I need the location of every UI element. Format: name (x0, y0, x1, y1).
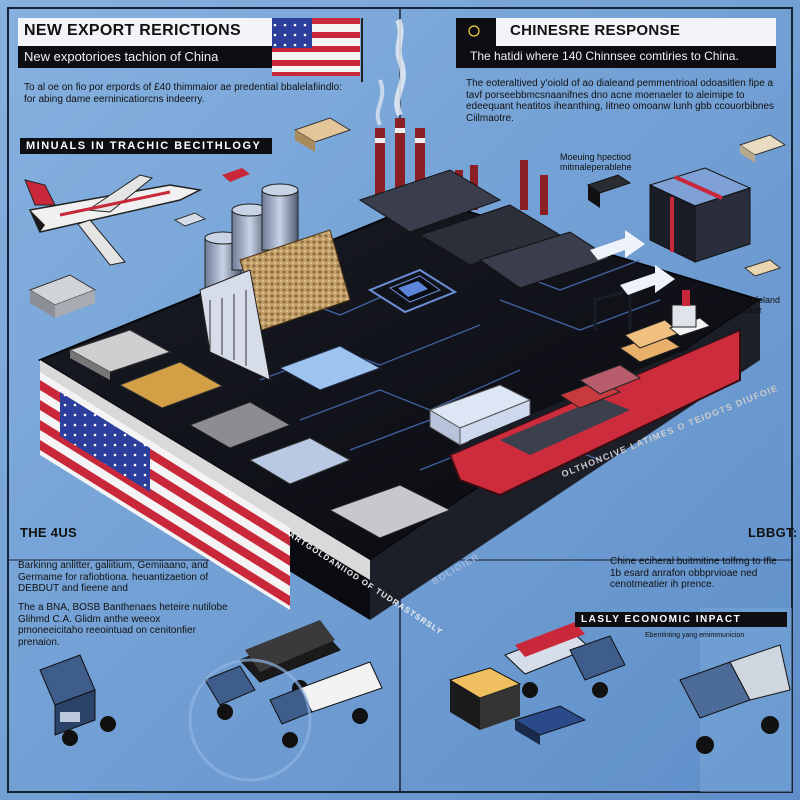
header-band-right (456, 18, 776, 46)
header-left-subtitle: New expotorioes tachion of China (24, 49, 219, 64)
factory-icon (199, 18, 612, 381)
mineral-tiles (68, 329, 452, 539)
circuit-chip-icon (367, 268, 458, 314)
lower-left-body-1: Barkinng anlitter, galiitium, Gemiiaano,… (18, 560, 209, 594)
lower-right-body: Chine eciheral buitmitine tolfmg to Ifle… (610, 556, 777, 590)
mineral-block-icon (28, 117, 787, 318)
minerals-band: MINUALS IN TRACHIC BECITHLOGY (20, 138, 272, 154)
moeuing-label: Moeuing hpectiod mitmaleperablehe (560, 152, 632, 173)
header-right-subtitle: The hatidi where 140 Chinnsee comtiries … (470, 49, 739, 63)
us-flag-board-icon (40, 372, 290, 610)
gift-box-icon (648, 167, 752, 263)
header-band-left (18, 18, 278, 46)
truck-icon (39, 620, 791, 754)
lower-right-title: LBBGT: (748, 525, 798, 540)
us-flag-icon (272, 18, 363, 82)
lower-left-title: THE 4US (20, 525, 78, 540)
header-left-body: To al oe on fio por erpords of £40 thimm… (24, 82, 342, 105)
economic-impact-band: LASLY ECONOMIC INPACT (575, 612, 787, 627)
nucker-label: profefoland nucker (735, 295, 781, 316)
economic-note: Ebemlnting yang emimmunicion (645, 632, 745, 639)
mineral-block-icon (448, 667, 587, 745)
cargo-ship-icon (448, 288, 745, 497)
arrow-icons (590, 230, 675, 295)
airplane-icon (24, 174, 203, 266)
header-left-title: NEW EXPORT RERICTIONS (24, 22, 241, 39)
header-right-body: The eoteraltived y'oiold of ao dialeand … (466, 78, 775, 124)
lower-left-body-2: The a BNA, BOSB Banthenaes heteire nutil… (18, 602, 228, 648)
header-right-title: CHINESRE RESPONSE (510, 22, 681, 39)
china-flag-icon (456, 18, 496, 46)
